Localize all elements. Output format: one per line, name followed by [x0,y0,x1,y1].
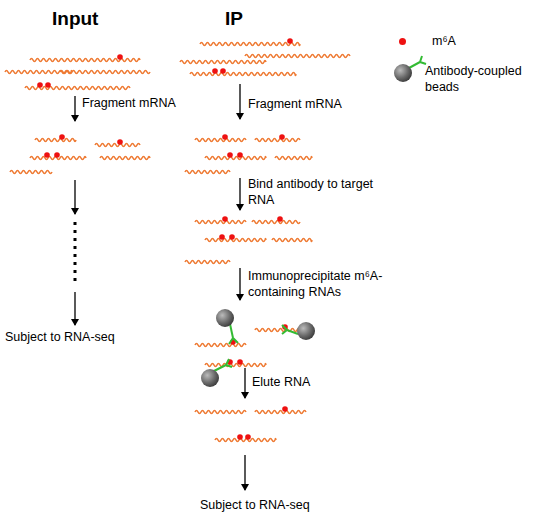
rna-strand [200,43,300,46]
step-label: Elute RNA [252,374,372,390]
legend-text: Antibody-coupled beads [425,63,535,95]
column-heading: Input [52,8,98,30]
rna-strand [195,221,246,224]
m6a-dot [220,68,226,74]
m6a-dot [59,134,65,140]
step-label: Fragment mRNA [248,96,388,112]
rna-strand [195,411,246,414]
rna-strand [255,411,306,414]
m6a-dot [237,359,243,365]
rna-strand [30,59,140,62]
rna-strand [205,157,266,160]
legend-bead-sample [394,56,426,82]
m6a-dot [54,152,60,158]
m6a-dot [117,54,123,60]
step-label: Immunoprecipitate m⁶A-containing RNAs [248,268,413,300]
rna-strand [252,221,300,224]
step-arrows [75,84,245,490]
rna-strand [205,239,266,242]
m6a-dot [245,434,251,440]
rna-strand [272,239,312,242]
rna-strand [255,329,300,332]
m6a-dot [287,38,293,44]
m6a-dot [37,82,43,88]
step-label: Subject to RNA-seq [5,329,155,345]
m6a-dot [279,134,285,140]
rna-strand [60,71,150,74]
rna-strand [190,73,296,76]
rna-strand [95,144,140,147]
step-label: Subject to RNA-seq [200,497,350,513]
m6a-dot [222,134,228,140]
rna-strand [185,261,230,264]
rna-strand [245,55,350,58]
column-heading: IP [225,8,243,30]
m6a-dot [219,234,225,240]
m6a-dot [227,152,233,158]
rna-strand [100,157,150,160]
m6a-dot [117,139,123,145]
step-label: Bind antibody to target RNA [248,176,378,208]
rna-strand [275,157,312,160]
m6a-dot [237,152,243,158]
rna-strand [195,344,246,347]
m6a-dot [282,406,288,412]
rna-strand [205,364,266,367]
m6a-dot [237,434,243,440]
m6a-dot [277,216,283,222]
m6a-dot [229,234,235,240]
legend-text: m⁶A [432,33,456,49]
rna-strand [215,439,276,442]
rna-strand [10,171,52,174]
legend-swatch [399,38,406,45]
rna-strand [195,139,246,142]
step-label: Fragment mRNA [82,95,202,111]
rna-strand [180,61,266,64]
m6a-dot [44,152,50,158]
rna-strand [185,171,230,174]
m6a-dot [222,216,228,222]
rna-strand [255,139,300,142]
m6a-dot [45,82,51,88]
rna-strand [35,139,76,142]
m6a-dot [212,68,218,74]
